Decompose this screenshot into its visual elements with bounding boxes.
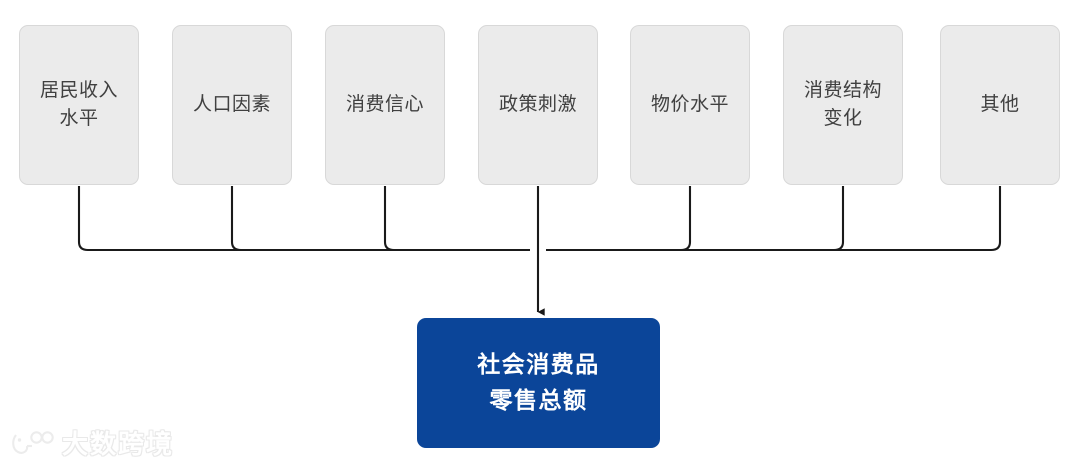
factor-box-price-level[interactable]: 物价水平 [630,25,750,185]
factor-box-other[interactable]: 其他 [940,25,1060,185]
factor-label-income-level: 居民收入水平 [39,80,118,129]
factor-label-consumption-structure-change: 消费结构变化 [803,80,882,129]
connector-other [546,186,1002,252]
factor-box-consumption-structure-change[interactable]: 消费结构变化 [783,25,903,185]
factor-label-policy-stimulus: 政策刺激 [498,94,577,116]
factor-label-population-factor: 人口因素 [192,94,271,116]
connector-population-factor [230,186,530,252]
result-label-line1: 社会消费品 [477,351,600,378]
dashu-logo-icon [12,430,54,454]
factor-label-consumer-confidence: 消费信心 [345,94,424,116]
connector-price-level [546,186,692,252]
watermark: 大数跨境 [10,424,174,461]
factor-box-policy-stimulus[interactable]: 政策刺激 [478,25,598,185]
watermark-text: 大数跨境 [62,429,175,459]
result-box-total-retail-sales[interactable]: 社会消费品 零售总额 [417,318,660,448]
result-label-line2: 零售总额 [489,387,588,413]
factor-label-price-level: 物价水平 [650,94,729,116]
connector-income-level [77,186,530,252]
connector-consumption-structure-change [546,186,845,252]
factor-box-population-factor[interactable]: 人口因素 [172,25,292,185]
factor-box-consumer-confidence[interactable]: 消费信心 [325,25,445,185]
connector-consumer-confidence [383,186,530,252]
factor-box-income-level[interactable]: 居民收入水平 [19,25,139,185]
factor-label-other: 其他 [980,94,1020,116]
